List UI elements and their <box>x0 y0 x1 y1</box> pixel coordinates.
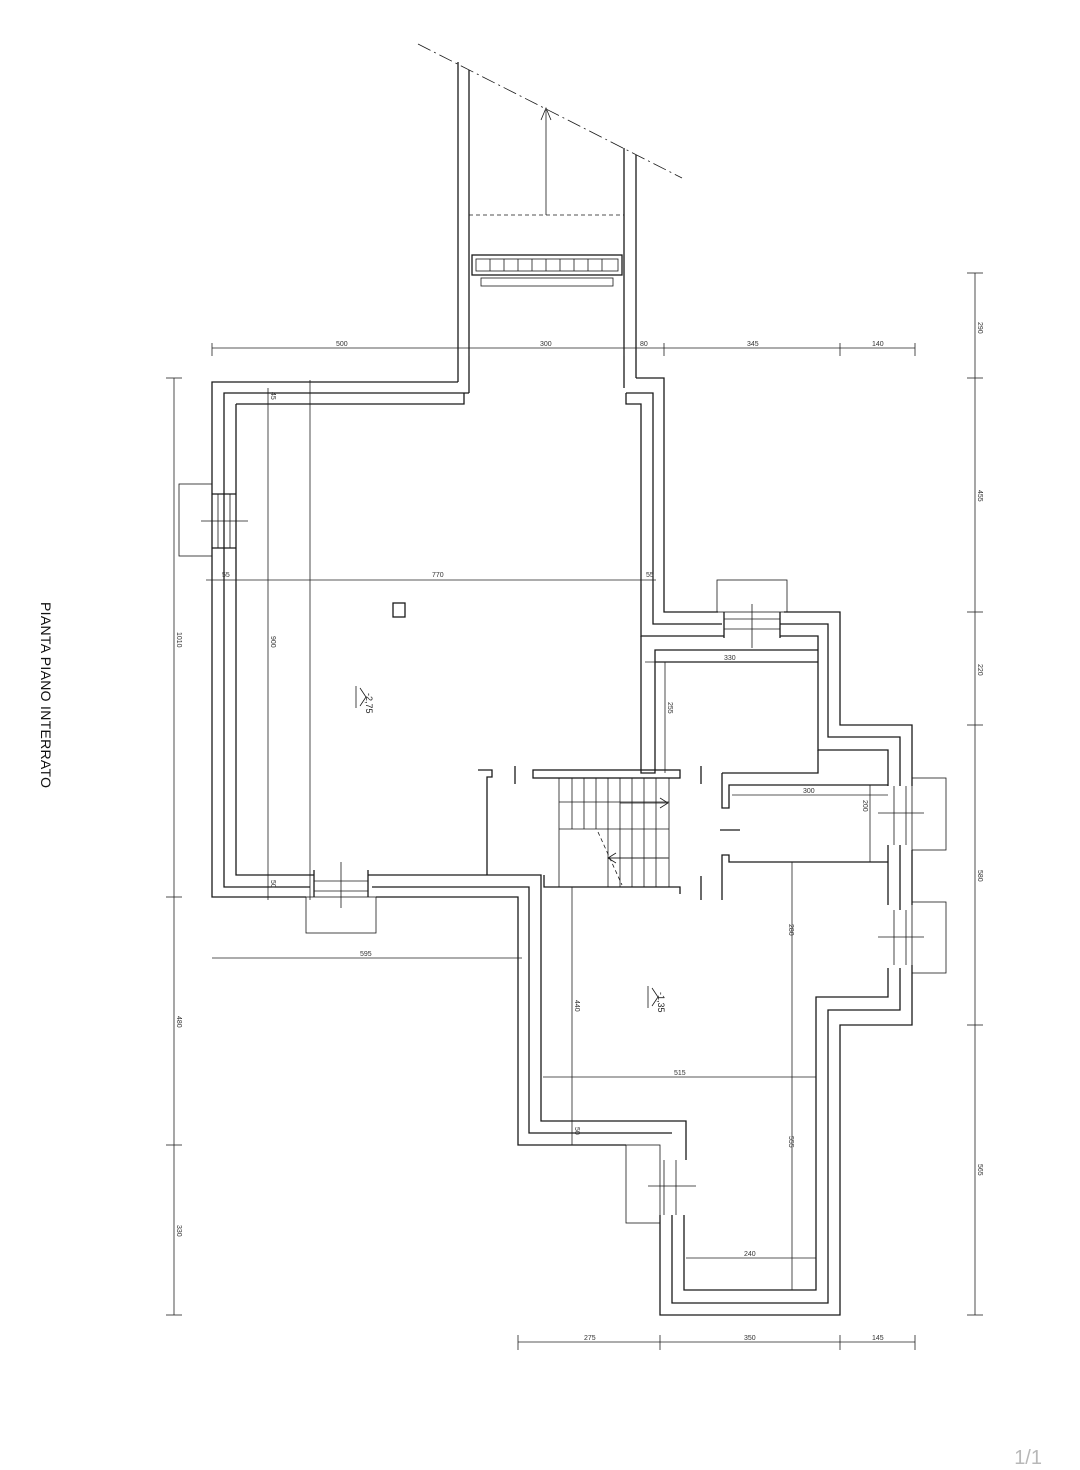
svg-text:580: 580 <box>976 870 983 882</box>
svg-text:500: 500 <box>336 341 348 348</box>
ramp-access <box>417 43 683 393</box>
svg-text:240: 240 <box>744 1251 756 1258</box>
svg-text:290: 290 <box>976 322 983 334</box>
dimensions-interior: 55 770 55 45 900 50 330 255 300 200 595 … <box>206 380 888 1290</box>
svg-text:300: 300 <box>540 341 552 348</box>
svg-text:900: 900 <box>269 636 276 648</box>
svg-text:80: 80 <box>640 341 648 348</box>
svg-text:350: 350 <box>744 1335 756 1342</box>
svg-text:480: 480 <box>175 1016 182 1028</box>
column-marker <box>392 602 406 618</box>
svg-text:50: 50 <box>573 1127 580 1135</box>
svg-text:555: 555 <box>787 1136 794 1148</box>
svg-text:440: 440 <box>573 1000 580 1012</box>
svg-text:300: 300 <box>803 788 815 795</box>
svg-text:145: 145 <box>872 1335 884 1342</box>
svg-text:345: 345 <box>747 341 759 348</box>
svg-text:255: 255 <box>666 702 673 714</box>
exterior-walls <box>211 377 913 1316</box>
svg-text:45: 45 <box>269 392 276 400</box>
level-marker-lower: -1,35 <box>647 986 666 1013</box>
svg-text:770: 770 <box>432 572 444 579</box>
staircase <box>558 777 670 888</box>
svg-text:140: 140 <box>872 341 884 348</box>
svg-text:55: 55 <box>646 572 654 579</box>
svg-text:-2,75: -2,75 <box>364 693 374 714</box>
svg-text:50: 50 <box>269 880 276 888</box>
dimension-top: 500 300 80 345 140 <box>211 341 916 356</box>
svg-text:280: 280 <box>787 924 794 936</box>
dimension-right: 290 455 220 580 565 <box>967 272 983 1316</box>
window-bays <box>178 483 947 1224</box>
svg-text:565: 565 <box>976 1164 983 1176</box>
svg-text:330: 330 <box>175 1225 182 1237</box>
interior-walls <box>478 636 888 900</box>
page-indicator: 1/1 <box>1014 1447 1042 1469</box>
svg-text:455: 455 <box>976 490 983 502</box>
svg-text:595: 595 <box>360 951 372 958</box>
svg-text:330: 330 <box>724 655 736 662</box>
plan-title: PIANTA PIANO INTERRATO <box>38 602 54 788</box>
svg-text:200: 200 <box>861 800 868 812</box>
level-marker-upper: -2,75 <box>355 686 374 714</box>
svg-text:1010: 1010 <box>175 632 182 648</box>
svg-text:-1,35: -1,35 <box>656 992 666 1013</box>
dimension-left: 1010 480 330 <box>166 377 182 1316</box>
svg-text:275: 275 <box>584 1335 596 1342</box>
svg-text:55: 55 <box>222 572 230 579</box>
dimension-bottom: 275 350 145 <box>517 1335 916 1350</box>
svg-text:220: 220 <box>976 664 983 676</box>
svg-text:515: 515 <box>674 1070 686 1077</box>
